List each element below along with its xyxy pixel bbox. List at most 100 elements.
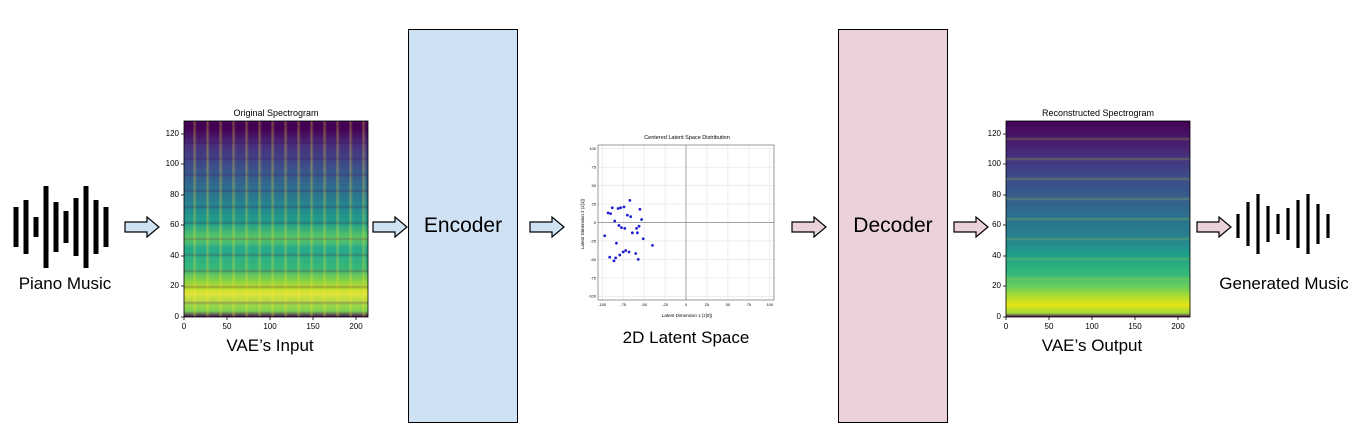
latent-caption: 2D Latent Space	[622, 328, 750, 347]
y-tick: 0	[174, 312, 179, 321]
plot-frame	[597, 144, 775, 301]
x-tick: 50	[222, 322, 232, 331]
data-point	[641, 237, 645, 241]
data-point	[622, 205, 626, 209]
data-point	[606, 211, 610, 215]
x-tick-label: -100	[598, 302, 607, 307]
x-tick: 0	[181, 322, 187, 331]
data-point	[630, 231, 634, 235]
latent-y-ticks: 100 75 50 25 0 -25 -50 -75 -100	[588, 146, 597, 299]
data-point	[623, 227, 627, 230]
y-tick: 100	[987, 159, 1001, 168]
data-point	[614, 256, 617, 260]
latent-scatter-plot: Centered Latent Space Distribution -100-…	[580, 135, 775, 318]
output-audio-label: Generated Music	[1219, 274, 1349, 293]
arrow-icon	[372, 216, 408, 238]
data-point	[620, 226, 623, 230]
y-tick-label: 100	[589, 146, 596, 151]
y-tick-label: 50	[592, 183, 597, 188]
decoder-block: Decoder	[838, 29, 948, 423]
input-spectrogram-bands	[184, 121, 368, 317]
data-point	[609, 212, 612, 216]
data-point	[651, 243, 654, 247]
data-point	[624, 249, 628, 252]
y-tick: 40	[170, 251, 179, 260]
data-point	[603, 234, 607, 238]
y-tick-label: -25	[590, 238, 597, 243]
x-tick: 100	[1085, 322, 1099, 331]
y-tick-label: -100	[588, 294, 597, 299]
data-point	[629, 215, 633, 218]
x-tick-label: 75	[747, 302, 752, 307]
data-point	[638, 207, 642, 211]
y-tick-label: 0	[594, 220, 597, 225]
arrow-icon	[953, 216, 989, 238]
y-tick: 40	[992, 251, 1001, 260]
data-point	[625, 213, 629, 217]
y-tick: 80	[170, 190, 179, 199]
data-point	[635, 231, 639, 235]
y-tick: 120	[165, 129, 179, 138]
data-point	[627, 250, 631, 254]
y-tick-label: -50	[590, 257, 597, 262]
latent-points	[603, 198, 654, 263]
x-tick-label: -75	[620, 302, 627, 307]
x-tick: 100	[263, 322, 277, 331]
y-tick: 100	[165, 159, 179, 168]
input-spectrogram-title: Original Spectrogram	[233, 108, 319, 118]
data-point	[618, 253, 622, 257]
data-point	[608, 255, 612, 259]
data-point	[636, 258, 640, 261]
output-spectrogram-image	[1006, 121, 1190, 317]
input-spectrogram-axes	[181, 120, 369, 320]
y-tick: 60	[992, 220, 1001, 229]
output-spectrogram-title: Reconstructed Spectrogram	[1041, 108, 1155, 118]
output-spectrogram-caption: VAE’s Output	[1041, 336, 1143, 355]
y-tick: 20	[992, 281, 1001, 290]
data-point	[640, 218, 643, 221]
latent-x-label: Latent Dimension 1 (z[0])	[662, 313, 713, 318]
data-point	[613, 219, 617, 223]
arrow-icon	[791, 216, 827, 238]
data-point	[617, 224, 621, 227]
y-tick-label: -75	[590, 275, 597, 280]
y-tick-label: 75	[592, 165, 597, 170]
output-spectrogram-axes	[1003, 120, 1191, 320]
data-point	[621, 250, 625, 254]
data-point	[615, 241, 618, 245]
x-tick-label: 0	[685, 302, 688, 307]
input-audio-label: Piano Music	[18, 274, 112, 293]
data-point	[634, 252, 638, 255]
data-point	[635, 227, 638, 230]
data-point	[628, 198, 632, 202]
x-tick: 0	[1003, 322, 1009, 331]
y-tick: 20	[170, 281, 179, 290]
encoder-label: Encoder	[423, 214, 503, 237]
arrow-icon	[1196, 216, 1232, 238]
latent-y-label: Latent Dimension 2 (z[1])	[580, 198, 585, 249]
y-tick-label: 25	[592, 201, 597, 206]
x-tick-label: -50	[641, 302, 648, 307]
x-tick: 150	[306, 322, 320, 331]
encoder-block: Encoder	[408, 29, 518, 423]
y-tick: 0	[996, 312, 1001, 321]
data-point	[619, 206, 623, 210]
waveform-icon	[13, 186, 109, 268]
x-tick-label: 50	[726, 302, 731, 307]
output-spectrogram-bands	[1006, 121, 1190, 317]
data-point	[612, 259, 616, 263]
arrow-icon	[124, 216, 160, 238]
data-point	[616, 207, 620, 210]
y-tick: 60	[170, 220, 179, 229]
waveform-icon	[1236, 194, 1330, 254]
x-tick: 150	[1128, 322, 1142, 331]
x-tick-label: 25	[705, 302, 710, 307]
arrow-icon	[529, 216, 565, 238]
x-tick: 200	[349, 322, 363, 331]
y-tick: 80	[992, 190, 1001, 199]
latent-plot-title: Centered Latent Space Distribution	[644, 135, 730, 141]
x-tick: 50	[1044, 322, 1054, 331]
data-point	[610, 206, 614, 210]
data-point	[637, 224, 641, 228]
